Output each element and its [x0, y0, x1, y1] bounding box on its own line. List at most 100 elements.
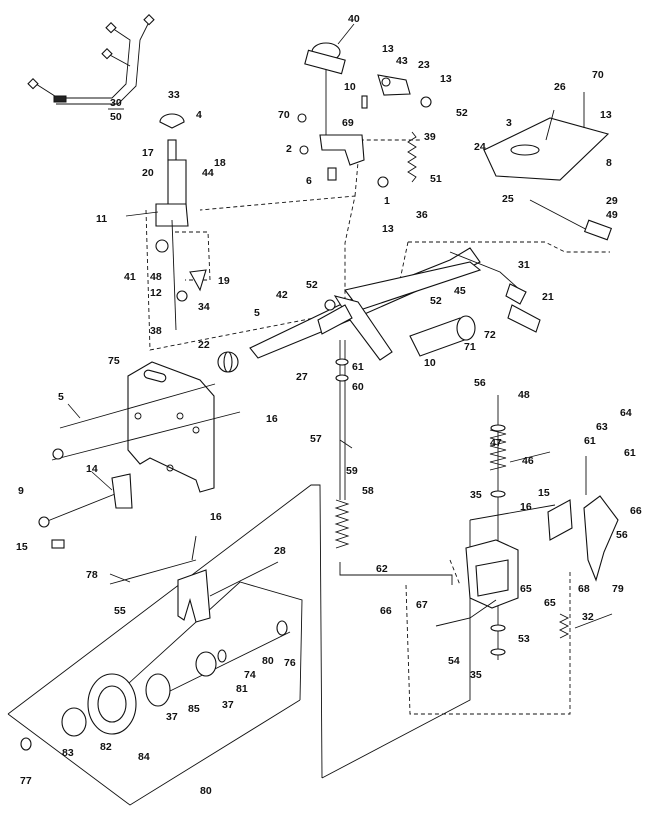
mounting-plate [38, 361, 241, 549]
callout: 72 [484, 329, 496, 341]
callout: 13 [440, 73, 452, 85]
callout: 56 [616, 529, 628, 541]
callout: 55 [114, 605, 126, 617]
callout: 61 [352, 361, 364, 373]
callout: 66 [380, 605, 392, 617]
callout: 31 [518, 259, 530, 271]
callout: 68 [578, 583, 590, 595]
callout: 66 [630, 505, 642, 517]
callout: 80 [262, 655, 274, 667]
callout: 74 [244, 669, 256, 681]
callout: 70 [278, 109, 290, 121]
callout: 42 [276, 289, 288, 301]
main-shaft [217, 247, 541, 373]
callout: 9 [18, 485, 24, 497]
top-right-bracket [483, 92, 613, 241]
callout: 82 [100, 741, 112, 753]
callout: 36 [416, 209, 428, 221]
switch-assembly [297, 42, 432, 188]
callout: 5 [58, 391, 64, 403]
callout: 8 [606, 157, 612, 169]
callout: 41 [124, 271, 136, 283]
callout: 56 [474, 377, 486, 389]
callout: 81 [236, 683, 248, 695]
callout: 6 [306, 175, 312, 187]
callout: 16 [210, 511, 222, 523]
callout: 77 [20, 775, 32, 787]
callout: 15 [16, 541, 28, 553]
callout: 24 [474, 141, 486, 153]
callout: 51 [430, 173, 442, 185]
callout: 21 [542, 291, 554, 303]
callout: 53 [518, 633, 530, 645]
wire-harness [27, 13, 155, 105]
callout: 33 [168, 89, 180, 101]
callout: 84 [138, 751, 150, 763]
callout: 61 [584, 435, 596, 447]
callout: 47 [490, 437, 502, 449]
callout: 80 [200, 785, 212, 797]
callout: 13 [382, 223, 394, 235]
callout: 69 [342, 117, 354, 129]
callout: 57 [310, 433, 322, 445]
callout: 83 [62, 747, 74, 759]
callout: 11 [96, 213, 107, 225]
callout: 67 [416, 599, 428, 611]
callout: 75 [108, 355, 120, 367]
callout: 38 [150, 325, 162, 337]
callout: 4 [196, 109, 202, 121]
callout: 62 [376, 563, 388, 575]
callout: 85 [188, 703, 200, 715]
callout: 37 [222, 699, 234, 711]
callout: 46 [522, 455, 534, 467]
callout: 1 [384, 195, 390, 207]
callout: 65 [520, 583, 532, 595]
callout: 35 [470, 489, 482, 501]
leader-lines [67, 23, 613, 629]
callout: 19 [218, 275, 230, 287]
callout: 52 [306, 279, 318, 291]
callout: 16 [266, 413, 278, 425]
callout: 17 [142, 147, 154, 159]
callout: 37 [166, 711, 178, 723]
callout: 23 [418, 59, 430, 71]
fraction-bottom: 50 [110, 111, 122, 123]
callout: 54 [448, 655, 460, 667]
callout: 78 [86, 569, 98, 581]
callout: 59 [346, 465, 358, 477]
callout: 64 [620, 407, 632, 419]
callout: 48 [518, 389, 530, 401]
callout: 12 [150, 287, 162, 299]
callout: 34 [198, 301, 210, 313]
callout: 5 [254, 307, 260, 319]
callout: 3 [506, 117, 512, 129]
callout: 25 [502, 193, 514, 205]
callout: 35 [470, 669, 482, 681]
callout: 15 [538, 487, 550, 499]
callout: 61 [624, 447, 636, 459]
callout: 27 [296, 371, 308, 383]
center-rod [334, 340, 350, 549]
callout: 70 [592, 69, 604, 81]
callout: 13 [382, 43, 394, 55]
callout: 22 [198, 339, 210, 351]
callout: 32 [582, 611, 594, 623]
callout: 71 [464, 341, 476, 353]
callout: 65 [544, 597, 556, 609]
callout: 52 [456, 107, 468, 119]
frame-lines [7, 484, 556, 806]
callout: 20 [142, 167, 154, 179]
callout: 44 [202, 167, 214, 179]
callout: 49 [606, 209, 618, 221]
callout: 52 [430, 295, 442, 307]
callout: 48 [150, 271, 162, 283]
callout: 26 [554, 81, 566, 93]
callout: 2 [286, 143, 292, 155]
dashed-group-lines [145, 139, 610, 715]
callout: 28 [274, 545, 286, 557]
callout: 40 [348, 13, 360, 25]
callout: 13 [600, 109, 612, 121]
callout: 14 [86, 463, 98, 475]
callout: 10 [424, 357, 436, 369]
callout-labels: 40 13 43 23 13 10 52 70 69 39 2 6 1 51 2… [16, 13, 642, 797]
